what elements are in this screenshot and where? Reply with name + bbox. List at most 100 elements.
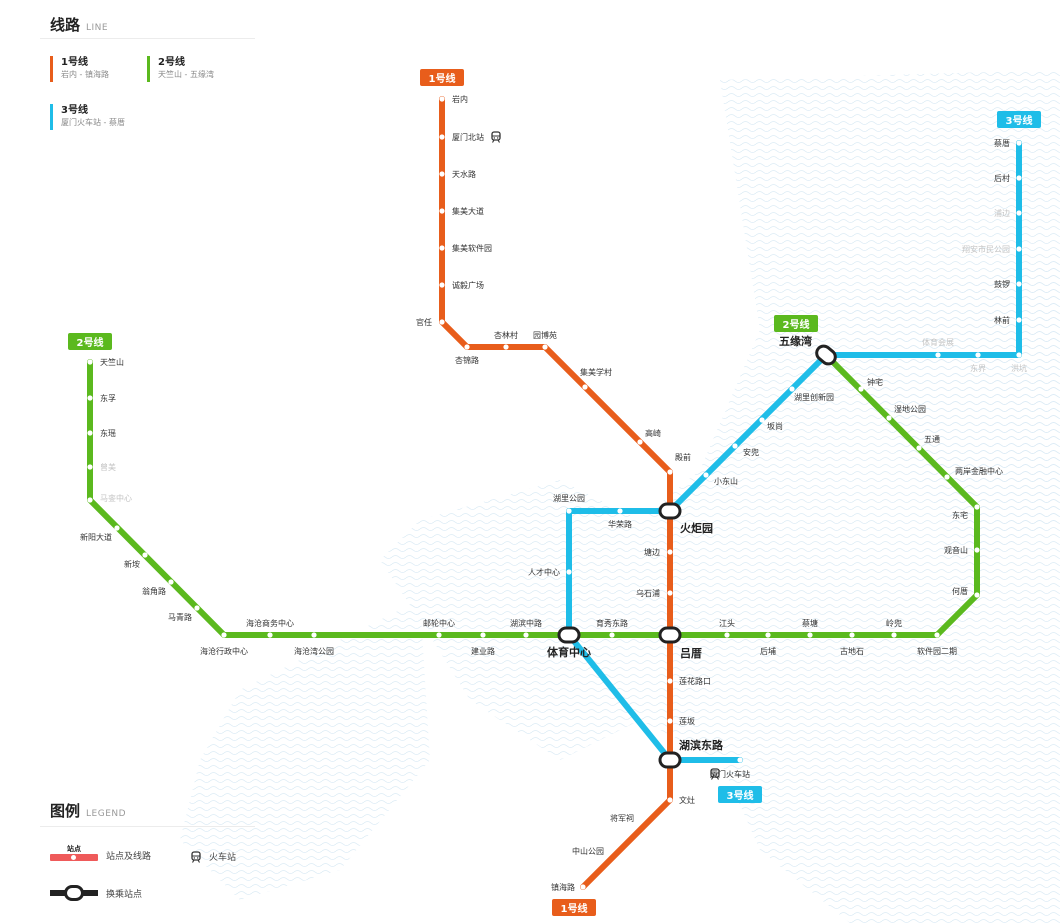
station-dot[interactable] <box>580 884 586 890</box>
station-line3[interactable]: 湖里创新园 <box>789 386 834 402</box>
station-line2[interactable]: 育秀东路 <box>596 618 628 638</box>
station-dot[interactable] <box>667 797 673 803</box>
station-line2[interactable]: 观音山 <box>944 545 980 555</box>
station-line1[interactable]: 莲坂 <box>667 716 695 726</box>
station-line2[interactable]: 五通 <box>916 434 940 451</box>
station-dot[interactable] <box>916 445 922 451</box>
station-line1[interactable]: 诚毅广场 <box>439 280 484 290</box>
station-line3[interactable]: 林前 <box>994 315 1022 325</box>
transfer-station[interactable]: 湖滨东路 <box>658 738 724 769</box>
station-line2[interactable]: 海沧商务中心 <box>246 618 294 638</box>
station-dot[interactable] <box>87 464 93 470</box>
station-line1[interactable]: 厦门北站 <box>439 132 484 142</box>
station-line2[interactable]: 翁角路 <box>142 579 174 596</box>
station-line2[interactable]: 马銮中心 <box>87 493 132 503</box>
station-line2[interactable]: 邮轮中心 <box>423 618 455 638</box>
station-dot[interactable] <box>439 282 445 288</box>
transfer-marker[interactable] <box>814 343 838 367</box>
station-line2[interactable]: 后埔 <box>760 632 776 656</box>
station-line3[interactable]: 体育会展 <box>922 337 954 358</box>
station-line1[interactable]: 镇海路 <box>551 882 586 892</box>
station-line1[interactable]: 文灶 <box>667 795 695 805</box>
station-dot[interactable] <box>1016 140 1022 146</box>
transfer-station[interactable]: 火炬园 <box>658 502 713 535</box>
station-line3[interactable]: 蔡厝 <box>994 138 1022 148</box>
station-dot[interactable] <box>87 395 93 401</box>
station-dot[interactable] <box>114 525 120 531</box>
station-dot[interactable] <box>724 632 730 638</box>
station-dot[interactable] <box>637 439 643 445</box>
station-dot[interactable] <box>639 838 645 844</box>
station-dot[interactable] <box>609 632 615 638</box>
station-line3[interactable]: 翔安市民公园 <box>962 244 1022 254</box>
station-dot[interactable] <box>807 632 813 638</box>
station-line3[interactable]: 洪坑 <box>1011 352 1027 373</box>
transfer-marker[interactable] <box>658 502 682 520</box>
station-dot[interactable] <box>542 344 548 350</box>
station-line2[interactable]: 新阳大道 <box>80 525 120 542</box>
station-dot[interactable] <box>617 508 623 514</box>
station-line2[interactable]: 湿地公园 <box>886 404 926 421</box>
station-dot[interactable] <box>1016 175 1022 181</box>
station-dot[interactable] <box>974 547 980 553</box>
station-dot[interactable] <box>464 344 470 350</box>
station-dot[interactable] <box>732 443 738 449</box>
station-line1[interactable]: 塘边 <box>644 547 673 557</box>
transfer-marker[interactable] <box>658 626 682 644</box>
station-dot[interactable] <box>436 632 442 638</box>
station-line1[interactable]: 集美学村 <box>580 367 612 390</box>
station-line3[interactable]: 湖里公园 <box>553 494 585 514</box>
station-dot[interactable] <box>858 386 864 392</box>
station-line2[interactable]: 天竺山 <box>87 357 124 367</box>
station-line2[interactable]: 两岸金融中心 <box>944 466 1003 480</box>
station-dot[interactable] <box>667 590 673 596</box>
station-dot[interactable] <box>439 319 445 325</box>
station-dot[interactable] <box>480 632 486 638</box>
station-line1[interactable]: 中山公园 <box>572 846 615 873</box>
station-dot[interactable] <box>1016 352 1022 358</box>
station-dot[interactable] <box>566 508 572 514</box>
station-line3[interactable]: 浦边 <box>994 208 1022 218</box>
station-line2[interactable]: 曾美 <box>87 462 116 472</box>
station-line3[interactable]: 华荣路 <box>608 508 632 529</box>
station-dot[interactable] <box>703 472 709 478</box>
station-line2[interactable]: 东孚 <box>87 393 116 403</box>
station-line3[interactable]: 后村 <box>994 173 1022 183</box>
station-dot[interactable] <box>267 632 273 638</box>
transfer-marker[interactable] <box>557 626 581 644</box>
station-line1[interactable]: 莲花路口 <box>667 676 711 686</box>
station-dot[interactable] <box>765 632 771 638</box>
station-line1[interactable]: 岩内 <box>439 94 468 104</box>
station-dot[interactable] <box>582 384 588 390</box>
station-line2[interactable]: 岭兜 <box>886 618 902 638</box>
station-line3[interactable]: 坂尚 <box>759 417 783 431</box>
station-line1[interactable]: 天水路 <box>439 169 476 179</box>
station-line3[interactable]: 人才中心 <box>528 567 572 577</box>
station-dot[interactable] <box>891 632 897 638</box>
station-dot[interactable] <box>667 549 673 555</box>
station-dot[interactable] <box>974 504 980 510</box>
station-line3[interactable]: 鼓锣 <box>994 279 1022 289</box>
station-line2[interactable]: 马青路 <box>168 605 200 622</box>
station-line1[interactable]: 园博苑 <box>533 330 557 350</box>
station-line1[interactable]: 官任 <box>416 317 445 327</box>
station-dot[interactable] <box>849 632 855 638</box>
station-dot[interactable] <box>886 415 892 421</box>
station-line3[interactable]: 安兜 <box>732 443 759 457</box>
transfer-station[interactable]: 五缘湾 <box>779 334 838 367</box>
station-dot[interactable] <box>1016 317 1022 323</box>
station-line1[interactable]: 将军祠 <box>610 813 645 844</box>
station-dot[interactable] <box>759 417 765 423</box>
station-dot[interactable] <box>439 245 445 251</box>
station-dot[interactable] <box>221 632 227 638</box>
station-dot[interactable] <box>667 678 673 684</box>
station-line2[interactable]: 湖滨中路 <box>510 618 542 638</box>
station-dot[interactable] <box>789 386 795 392</box>
station-line1[interactable]: 高崎 <box>637 428 661 445</box>
station-dot[interactable] <box>503 344 509 350</box>
station-dot[interactable] <box>566 569 572 575</box>
station-dot[interactable] <box>142 552 148 558</box>
station-dot[interactable] <box>1016 210 1022 216</box>
station-line2[interactable]: 何厝 <box>952 586 980 598</box>
station-line2[interactable]: 海沧湾公园 <box>294 632 334 656</box>
